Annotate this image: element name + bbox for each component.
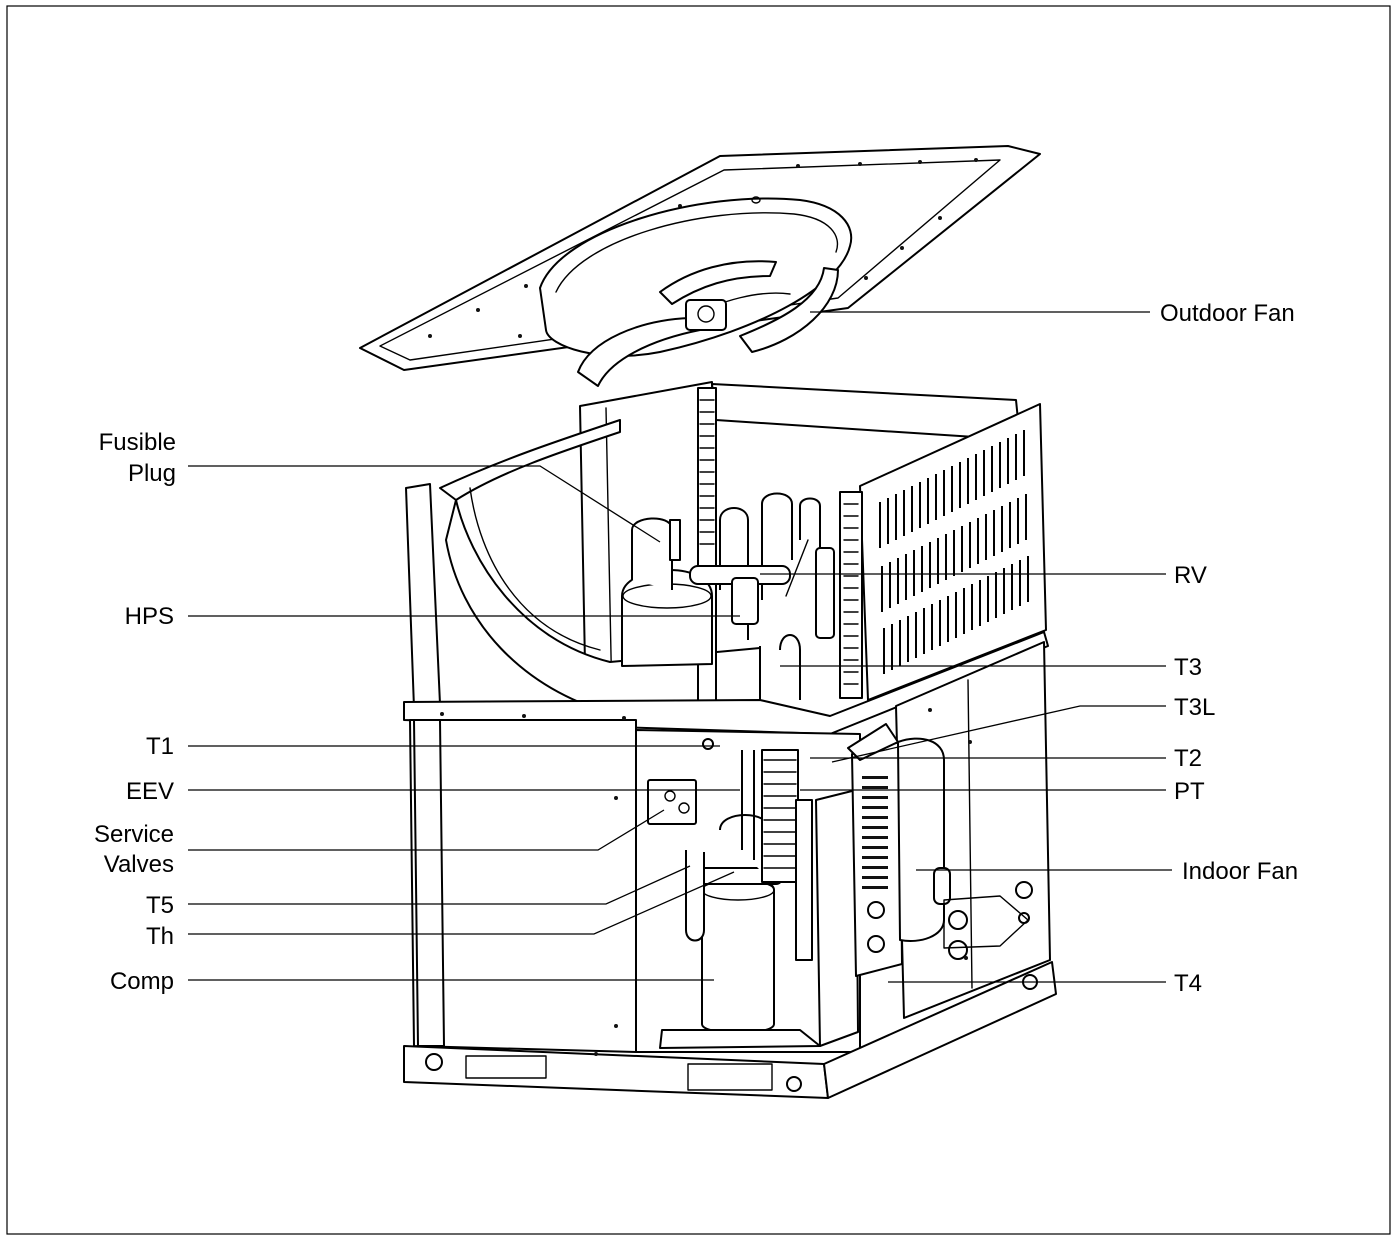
label-t2: T2: [1174, 745, 1202, 772]
label-t3l: T3L: [1174, 694, 1215, 721]
label-t1: T1: [146, 733, 174, 760]
top-panel: [359, 145, 1041, 387]
label-eev: EEV: [126, 778, 174, 805]
label-t4: T4: [1174, 970, 1202, 997]
compressor: [659, 867, 821, 1049]
label-service-valves-line1: Service: [94, 821, 174, 848]
label-th: Th: [146, 923, 174, 950]
label-outdoor-fan: Outdoor Fan: [1160, 300, 1295, 327]
louvers-right: [879, 430, 1029, 674]
label-comp: Comp: [110, 968, 174, 995]
leader-t3l: [831, 705, 1166, 763]
label-hps: HPS: [125, 603, 174, 630]
outdoor-fan-blades: [577, 260, 839, 387]
callout-labels: Outdoor Fan Fusible Plug HPS RV T3 T3L T…: [94, 300, 1298, 997]
control-box: [815, 723, 903, 1047]
label-rv: RV: [1174, 562, 1207, 589]
leader-t5: [188, 865, 691, 905]
label-pt: PT: [1174, 778, 1205, 805]
leader-lines: [188, 311, 1172, 983]
figure-frame: [6, 5, 1391, 1235]
leader-fusible-plug: [188, 465, 661, 543]
label-t3: T3: [1174, 654, 1202, 681]
indoor-fan-housing: [897, 737, 1033, 960]
leader-th: [188, 871, 735, 935]
label-service-valves-line2: Valves: [104, 851, 174, 878]
lower-cabinet: [403, 641, 1057, 1099]
leader-service-valves: [188, 809, 665, 851]
label-t5: T5: [146, 892, 174, 919]
label-indoor-fan: Indoor Fan: [1182, 858, 1298, 885]
label-fusible-plug-line1: Fusible: [99, 429, 176, 456]
label-fusible-plug-line2: Plug: [128, 460, 176, 487]
